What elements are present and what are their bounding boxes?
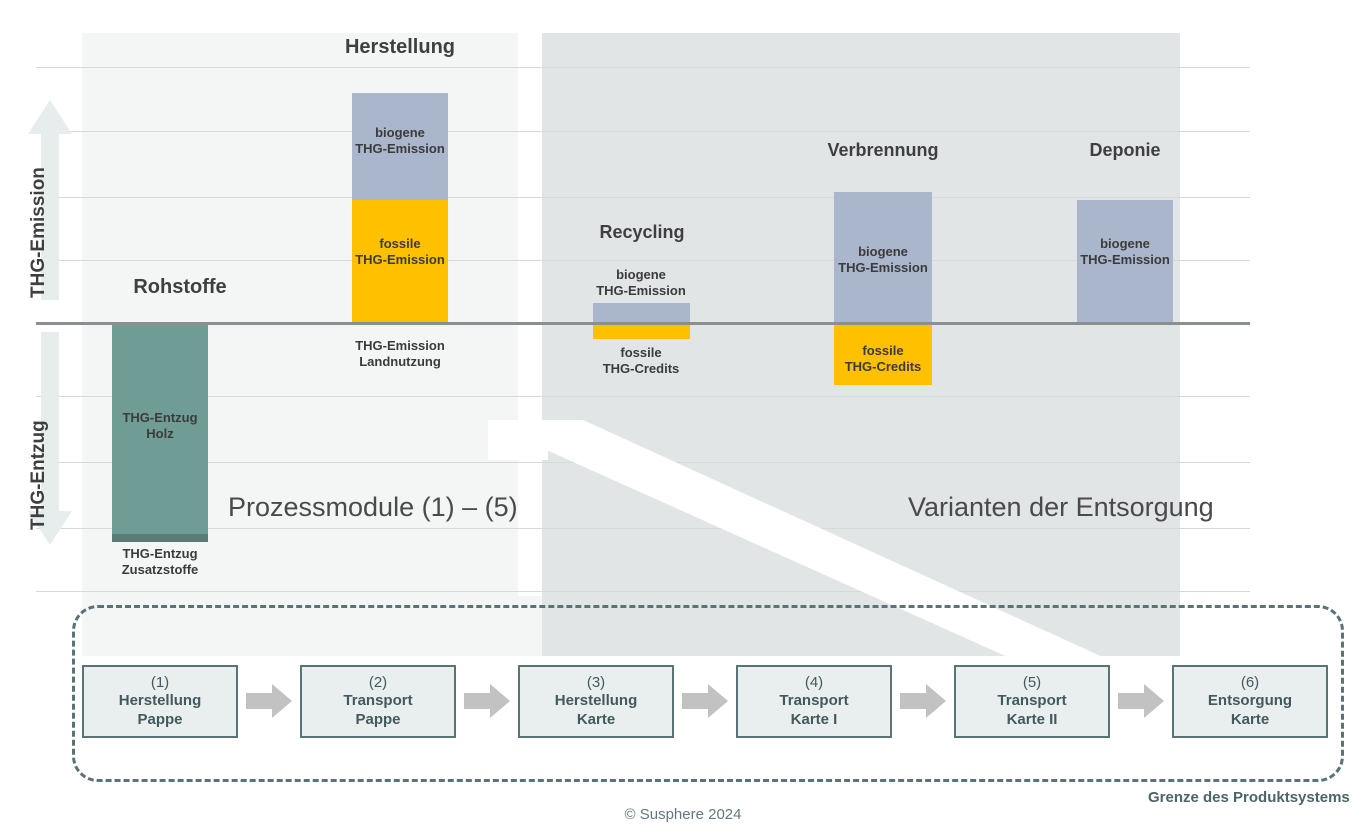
copyright-text: © Susphere 2024 xyxy=(624,806,742,823)
group-heading-verbrennung: Verbrennung xyxy=(827,140,939,160)
process-box-line1: Entsorgung xyxy=(1207,692,1293,710)
bar-verbrennung-biogene xyxy=(834,192,932,323)
process-box-line1: Herstellung xyxy=(118,692,202,710)
bar-verbrennung-credits xyxy=(834,325,932,385)
group-heading-herstellung: Herstellung xyxy=(344,36,456,58)
process-box-line2: Karte II xyxy=(1006,710,1058,728)
section-caption-varianten: Varianten der Entsorgung xyxy=(908,492,1214,522)
flow-arrow-icon xyxy=(464,684,510,718)
group-heading-deponie: Deponie xyxy=(1089,140,1161,160)
gridline xyxy=(36,528,1250,529)
section-caption-prozessmodule: Prozessmodule (1) – (5) xyxy=(228,492,518,522)
panel-divider-wedge-top xyxy=(488,420,548,460)
process-box-line1: Herstellung xyxy=(554,692,638,710)
process-box-line2: Pappe xyxy=(355,710,401,728)
bar-rohstoffe-entzug-holz xyxy=(112,325,208,538)
gridline xyxy=(36,67,1250,68)
axis-label-emission: THG-Emission xyxy=(28,167,49,298)
bar-label-line1: THG-Entzug xyxy=(122,410,198,425)
process-box-number: (1) xyxy=(150,674,170,692)
gridline xyxy=(36,591,1250,592)
process-box-number: (5) xyxy=(1022,674,1042,692)
bar-label-line2: THG-Credits xyxy=(844,359,922,375)
process-box-number: (2) xyxy=(368,674,388,692)
arrow-down-icon xyxy=(28,332,72,545)
bar-label-herstellung-biogene: biogene THG-Emission xyxy=(342,125,458,158)
process-box-line2: Karte xyxy=(1230,710,1270,728)
bar-deponie-biogene xyxy=(1077,200,1173,323)
flow-arrow-icon xyxy=(900,684,946,718)
bar-label-line2: Holz xyxy=(146,426,174,442)
process-box-line1: Transport xyxy=(343,692,413,710)
bar-label-herstellung-landnutzung: THG-Emission Landnutzung xyxy=(335,338,465,371)
bar-label-line1: THG-Emission xyxy=(355,338,445,353)
zero-baseline xyxy=(36,322,1250,325)
process-box-6[interactable]: (6) Entsorgung Karte xyxy=(1172,665,1328,738)
bar-label-line2: THG-Credits xyxy=(602,361,680,377)
process-box-line1: Transport xyxy=(779,692,849,710)
bar-label-entzug-holz: THG-Entzug Holz xyxy=(102,410,218,443)
process-box-line2: Pappe xyxy=(137,710,183,728)
bar-herstellung-biogene xyxy=(352,93,448,200)
bar-label-recycling-biogene: biogene THG-Emission xyxy=(578,267,704,300)
process-box-line2: Karte I xyxy=(790,710,838,728)
process-box-line1: Transport xyxy=(997,692,1067,710)
bar-label-line2: THG-Emission xyxy=(1080,252,1170,268)
bar-recycling-biogene xyxy=(593,303,690,323)
bar-label-line2: THG-Emission xyxy=(596,283,686,299)
flow-arrow-icon xyxy=(682,684,728,718)
process-box-2[interactable]: (2) Transport Pappe xyxy=(300,665,456,738)
bar-label-line2: Zusatzstoffe xyxy=(121,562,199,578)
bar-label-line1: biogene xyxy=(858,244,908,259)
bar-label-verbrennung-credits: fossile THG-Credits xyxy=(820,343,946,376)
bar-label-line1: biogene xyxy=(1100,236,1150,251)
process-box-5[interactable]: (5) Transport Karte II xyxy=(954,665,1110,738)
bar-label-entzug-zusatzstoffe: THG-Entzug Zusatzstoffe xyxy=(98,546,222,579)
bar-recycling-credits xyxy=(593,325,690,339)
gridline xyxy=(36,131,1250,132)
bar-label-line1: fossile xyxy=(862,343,904,358)
bar-label-line2: THG-Emission xyxy=(838,260,928,276)
bar-label-line1: fossile xyxy=(379,236,421,251)
bar-label-line1: biogene xyxy=(375,125,425,140)
gridline xyxy=(36,396,1250,397)
process-box-number: (3) xyxy=(586,674,606,692)
bar-label-line1: THG-Entzug xyxy=(122,546,198,561)
bar-label-line1: fossile xyxy=(620,345,662,360)
gridline xyxy=(36,260,1250,261)
process-box-3[interactable]: (3) Herstellung Karte xyxy=(518,665,674,738)
bar-herstellung-fossile xyxy=(352,200,448,323)
boundary-caption: Grenze des Produktsystems xyxy=(1148,789,1350,806)
bar-label-line2: THG-Emission xyxy=(355,141,445,157)
product-system-boundary xyxy=(72,605,1344,782)
flow-arrow-icon xyxy=(246,684,292,718)
bar-label-deponie-biogene: biogene THG-Emission xyxy=(1062,236,1188,269)
bar-label-herstellung-fossile: fossile THG-Emission xyxy=(342,236,458,269)
arrow-up-icon xyxy=(28,100,72,300)
bar-rohstoffe-entzug-zusatzstoffe xyxy=(112,534,208,542)
process-box-4[interactable]: (4) Transport Karte I xyxy=(736,665,892,738)
process-box-1[interactable]: (1) Herstellung Pappe xyxy=(82,665,238,738)
axis-label-entzug: THG-Entzug xyxy=(28,420,49,530)
bar-label-line2: Landnutzung xyxy=(359,354,441,370)
group-heading-rohstoffe: Rohstoffe xyxy=(133,276,227,298)
group-heading-recycling: Recycling xyxy=(599,222,685,242)
bar-label-verbrennung-biogene: biogene THG-Emission xyxy=(820,244,946,277)
bar-label-recycling-credits: fossile THG-Credits xyxy=(578,345,704,378)
gridline xyxy=(36,197,1250,198)
flow-arrow-icon xyxy=(1118,684,1164,718)
bar-label-line2: THG-Emission xyxy=(355,252,445,268)
process-box-line2: Karte xyxy=(576,710,616,728)
process-box-number: (4) xyxy=(804,674,824,692)
bar-label-line1: biogene xyxy=(616,267,666,282)
process-box-number: (6) xyxy=(1240,674,1260,692)
